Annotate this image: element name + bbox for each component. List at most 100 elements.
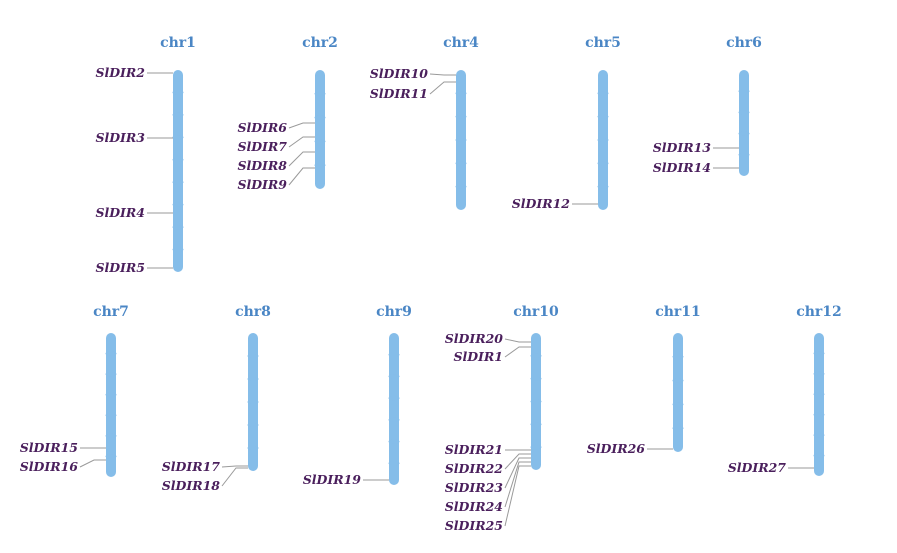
chromosome-band xyxy=(172,225,184,230)
chromosome-band xyxy=(172,180,184,185)
gene-label-sldir10: SlDIR10 xyxy=(370,66,429,81)
gene-label-sldir26: SlDIR26 xyxy=(587,441,646,456)
gene-leader-line xyxy=(429,73,456,76)
gene-label-sldir14: SlDIR14 xyxy=(653,160,711,175)
gene-leader-line xyxy=(504,457,531,489)
chromosome-band xyxy=(247,446,259,450)
gene-leader-line xyxy=(504,465,531,527)
chromosome-band xyxy=(172,157,184,162)
chromosome-band xyxy=(738,110,750,115)
chromosome-title: chr1 xyxy=(160,35,196,51)
gene-leader-line xyxy=(288,122,315,129)
gene-leader-line xyxy=(504,346,531,358)
chromosome-band xyxy=(672,378,684,383)
gene-label-sldir1: SlDIR1 xyxy=(453,349,503,364)
chromosome-band xyxy=(105,433,117,438)
chromosome-band xyxy=(672,354,684,359)
gene-label-sldir22: SlDIR22 xyxy=(445,461,504,476)
chromosome-band xyxy=(530,422,542,427)
chromosome-chr10: chr10SlDIR20SlDIR1SlDIR21SlDIR22SlDIR23S… xyxy=(445,304,559,533)
gene-leader-line xyxy=(288,151,315,167)
chromosome-band xyxy=(247,377,259,381)
chromosome-body xyxy=(389,333,399,485)
chromosome-band xyxy=(105,372,117,377)
gene-label-sldir5: SlDIR5 xyxy=(95,260,145,275)
chromosome-band xyxy=(388,461,400,466)
chromosome-band xyxy=(597,184,609,189)
chromosome-band xyxy=(813,392,825,397)
chromosome-band xyxy=(455,138,467,142)
chromosome-title: chr5 xyxy=(585,35,621,51)
chromosome-band xyxy=(738,131,750,136)
gene-label-sldir13: SlDIR13 xyxy=(653,140,712,155)
gene-label-sldir15: SlDIR15 xyxy=(20,440,78,455)
chromosome-band xyxy=(314,139,326,144)
chromosome-band xyxy=(530,399,542,404)
chromosome-band xyxy=(105,392,117,397)
chromosome-band xyxy=(455,114,467,119)
gene-label-sldir20: SlDIR20 xyxy=(445,331,504,346)
chromosome-band xyxy=(455,161,467,166)
gene-label-sldir12: SlDIR12 xyxy=(512,196,571,211)
chromosome-band xyxy=(105,351,117,356)
chromosome-title: chr7 xyxy=(93,304,129,320)
gene-leader-line xyxy=(288,167,315,186)
gene-label-sldir23: SlDIR23 xyxy=(445,480,504,495)
chromosome-band xyxy=(672,426,684,431)
chromosome-band xyxy=(388,439,400,444)
gene-label-sldir2: SlDIR2 xyxy=(95,65,145,80)
chromosome-band xyxy=(597,138,609,142)
gene-leader-line xyxy=(79,459,106,468)
chromosome-band xyxy=(105,454,117,459)
gene-label-sldir6: SlDIR6 xyxy=(237,120,287,135)
chromosome-band xyxy=(455,184,467,189)
gene-leader-line xyxy=(221,465,248,468)
chromosome-band xyxy=(813,351,825,356)
chromosome-band xyxy=(172,112,184,117)
chromosome-title: chr4 xyxy=(443,35,479,51)
chromosome-band xyxy=(597,91,609,96)
gene-label-sldir21: SlDIR21 xyxy=(445,442,503,457)
chromosome-band xyxy=(314,91,326,96)
gene-label-sldir19: SlDIR19 xyxy=(303,472,362,487)
gene-leader-line xyxy=(504,461,531,508)
chromosome-band xyxy=(388,417,400,422)
chromosome-band xyxy=(813,453,825,458)
chromosome-band xyxy=(105,413,117,418)
chromosome-body xyxy=(173,70,183,272)
gene-label-sldir16: SlDIR16 xyxy=(20,459,79,474)
chromosome-band xyxy=(813,412,825,417)
chromosome-title: chr11 xyxy=(655,304,701,320)
chromosome-band xyxy=(314,115,326,120)
gene-leader-line xyxy=(504,453,531,470)
gene-label-sldir24: SlDIR24 xyxy=(445,499,503,514)
gene-leader-line xyxy=(221,467,248,487)
gene-label-sldir3: SlDIR3 xyxy=(95,130,145,145)
gene-label-sldir9: SlDIR9 xyxy=(237,177,287,192)
chromosome-band xyxy=(530,353,542,358)
chromosome-band xyxy=(672,402,684,407)
gene-leader-line xyxy=(429,81,456,95)
chromosome-band xyxy=(172,135,184,140)
chromosome-band xyxy=(247,423,259,427)
gene-label-sldir4: SlDIR4 xyxy=(95,205,145,220)
chromosome-body xyxy=(315,70,325,189)
chromosome-title: chr12 xyxy=(796,304,842,320)
chromosome-band xyxy=(388,374,400,379)
chromosome-band xyxy=(247,354,259,358)
chromosome-band xyxy=(813,371,825,376)
chromosome-title: chr6 xyxy=(726,35,762,51)
chromosome-band xyxy=(314,163,326,168)
chromosome-body xyxy=(106,333,116,477)
chromosome-band xyxy=(455,91,467,96)
gene-label-sldir18: SlDIR18 xyxy=(162,478,221,493)
